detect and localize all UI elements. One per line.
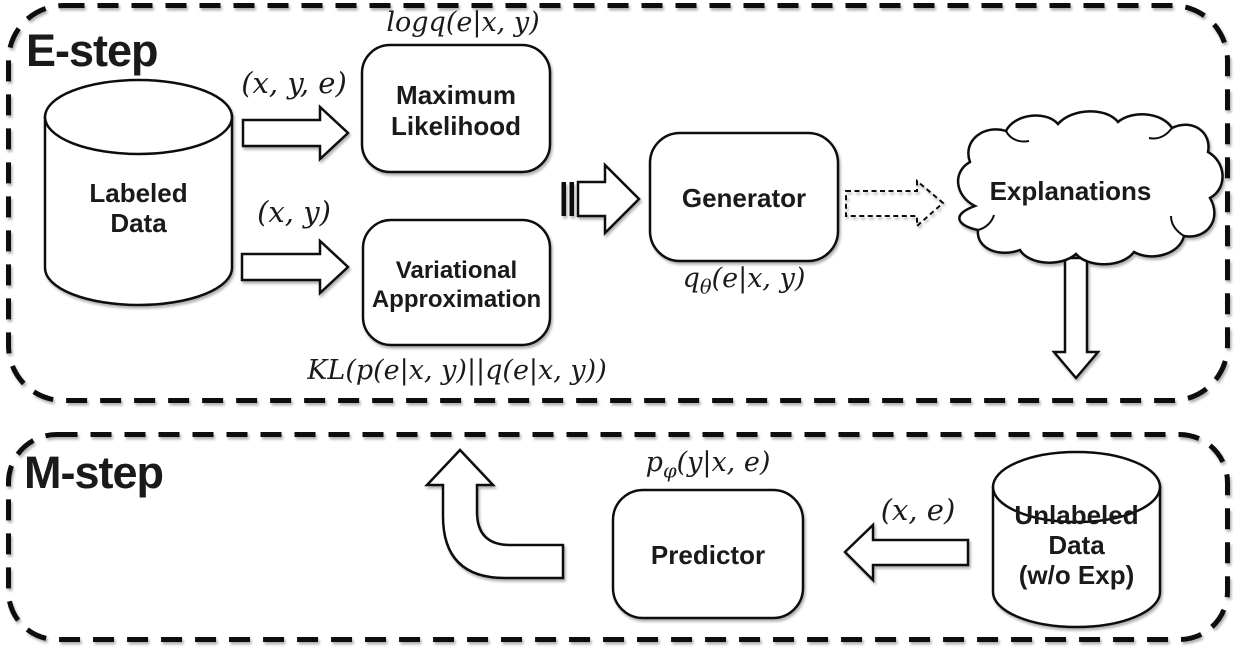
unlabeled-data-cylinder-top — [991, 450, 1162, 524]
unlabeled-data-label: Unlabeled Data (w/o Exp) — [1014, 500, 1139, 590]
e-step-container — [6, 3, 1230, 403]
merge-stripe-bar-2 — [569, 182, 574, 216]
explanations-label: Explanations — [989, 176, 1152, 206]
unlabeled-data-cylinder-body — [991, 485, 1162, 629]
e-step-title: E-step — [26, 25, 159, 76]
max-likelihood-formula: logq(e|x, y) — [386, 7, 540, 38]
max-likelihood-label: Maximum Likelihood — [391, 80, 521, 141]
labeled-data-label: Labeled Data — [89, 178, 188, 238]
cloud-detail-arcs — [977, 127, 1185, 237]
m-step-title: M-step — [24, 447, 164, 498]
arrow-merge-to-generator — [576, 161, 641, 237]
labeled-data-cylinder-top — [43, 78, 234, 156]
variational-box — [361, 218, 552, 347]
predictor-formula: pφ(y|x, e) — [645, 447, 771, 483]
max-likelihood-box — [360, 43, 552, 174]
generator-label: Generator — [681, 183, 807, 213]
arrow-predictor-recurrence — [424, 448, 565, 580]
flow-label-xye: (x, y, e) — [241, 66, 347, 100]
explanations-cloud — [956, 110, 1224, 266]
flow-label-xe: (x, e) — [880, 493, 956, 527]
arrow-labeled-to-variational — [240, 238, 350, 296]
kl-divergence-formula: KL(p(e|x, y)||q(e|x, y)) — [307, 355, 607, 386]
generator-box — [648, 131, 840, 263]
arrow-explanations-down — [1051, 256, 1101, 380]
arrow-unlabeled-to-predictor — [843, 522, 970, 584]
predictor-box — [611, 488, 805, 620]
merge-stripe-bar-1 — [561, 182, 566, 216]
variational-label: Variational Approximation — [371, 257, 542, 313]
arrow-labeled-to-max-likelihood — [241, 104, 350, 162]
m-step-container — [6, 432, 1230, 642]
arrow-generator-to-explanations — [845, 178, 945, 229]
labeled-data-cylinder-body — [43, 115, 234, 307]
generator-formula: qθ(e|x, y) — [682, 263, 806, 299]
flow-label-xy: (x, y) — [257, 195, 331, 229]
predictor-label: Predictor — [650, 540, 766, 570]
